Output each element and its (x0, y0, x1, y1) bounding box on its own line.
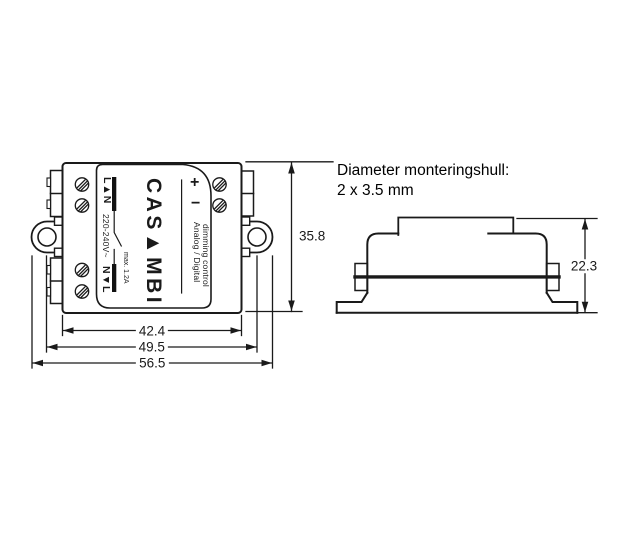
label-max-current: max. 1.2A (121, 252, 129, 284)
product-label (95, 163, 212, 309)
wire-entry-notch (46, 264, 52, 275)
screw-icon (212, 177, 227, 192)
right-ear-notch-bottom (240, 247, 251, 258)
label-bar-top (112, 177, 117, 211)
side-foot-left (335, 291, 369, 314)
screw-icon (212, 198, 227, 213)
label-bar-bottom (112, 264, 117, 292)
side-body-left (366, 232, 400, 294)
wire-entry-notch (46, 286, 52, 297)
left-ear-notch-top (53, 216, 64, 227)
screw-icon (74, 262, 90, 278)
dimension-total-width: 56.5 (136, 356, 169, 370)
minus-terminal-label: − (191, 194, 201, 212)
screw-icon (74, 177, 90, 192)
dimension-hole-spacing: 49.5 (135, 340, 168, 354)
dimension-front-height: 35.8 (297, 228, 328, 244)
label-voltage: 220-240V~ (100, 213, 111, 258)
side-lid-bump (397, 216, 515, 236)
label-control-line-2: dimming control (201, 224, 211, 287)
front-view (30, 162, 274, 314)
left-ear-notch-bottom (53, 247, 64, 258)
side-foot-right (545, 291, 579, 314)
right-ear-notch-top (240, 216, 251, 227)
screw-icon (74, 198, 90, 213)
wire-entry-notch (46, 199, 52, 210)
note-line-2: 2 x 3.5 mm (337, 182, 414, 199)
dimension-side-height: 22.3 (567, 259, 601, 273)
wire-entry-notch (46, 177, 52, 188)
plus-terminal-label: + (190, 174, 200, 191)
right-mounting-hole (247, 227, 267, 247)
switch-symbol (113, 210, 123, 265)
side-body-right (487, 232, 548, 294)
note-line-1: Diameter monteringshull: (337, 162, 510, 179)
label-control-line-1: Analog / Digital (191, 222, 202, 283)
brand-logo: CAS▲MBI (141, 178, 165, 307)
label-terminals-top: L▲N (100, 176, 113, 204)
right-mounting-ear (240, 220, 274, 254)
label-terminals-bottom: N▼L (100, 266, 112, 294)
side-view (335, 216, 579, 314)
left-mounting-ear (30, 220, 64, 254)
left-mounting-hole (37, 227, 57, 247)
screw-icon (74, 284, 90, 299)
dimension-body-width: 42.4 (135, 324, 169, 338)
